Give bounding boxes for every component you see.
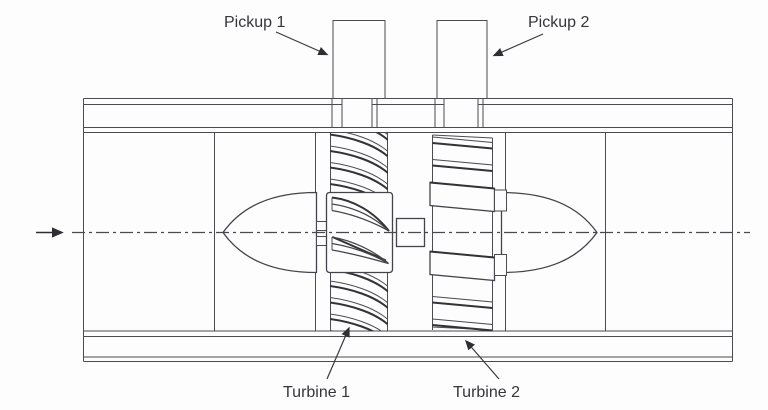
turbine2-leader-arrow	[464, 339, 500, 380]
pickup2-label: Pickup 2	[528, 14, 589, 31]
turbine1-hub-blades-lower	[331, 236, 389, 265]
turbine1-hub	[325, 191, 394, 274]
turbine1-shaft-stub-upper	[316, 221, 327, 231]
pipe-bottom-wall	[83, 330, 733, 362]
pipe-top-wall	[83, 98, 733, 133]
turbine1-leader-arrow	[326, 326, 350, 380]
turbine2-rotor	[429, 134, 507, 332]
turbine2-bearing-lower	[494, 254, 507, 276]
turbine1-shaft-stub-lower	[316, 236, 327, 246]
turbine2-label: Turbine 2	[453, 384, 520, 401]
pickup2-leader-arrow	[492, 33, 544, 57]
pickup1-leader-arrow	[275, 31, 329, 56]
downstream-nose-cone	[500, 191, 598, 274]
turbine1-rotor	[316, 132, 394, 331]
pickup1-label: Pickup 1	[224, 14, 285, 31]
pickup1-body	[332, 20, 386, 128]
turbine2-upper-blades	[432, 136, 493, 172]
pickup1-stem	[341, 98, 373, 128]
turbine1-label: Turbine 1	[283, 384, 350, 401]
turbine2-lower-blades	[432, 295, 493, 332]
pickup2-body	[436, 20, 488, 128]
turbine1-lower-blades	[330, 272, 388, 331]
turbine2-hub	[429, 181, 496, 282]
turbine1-hub-blades-upper	[331, 196, 390, 232]
pickup2-stem	[443, 98, 479, 128]
turbine2-bearing-upper	[494, 189, 507, 212]
turbine1-upper-blades	[330, 132, 388, 192]
